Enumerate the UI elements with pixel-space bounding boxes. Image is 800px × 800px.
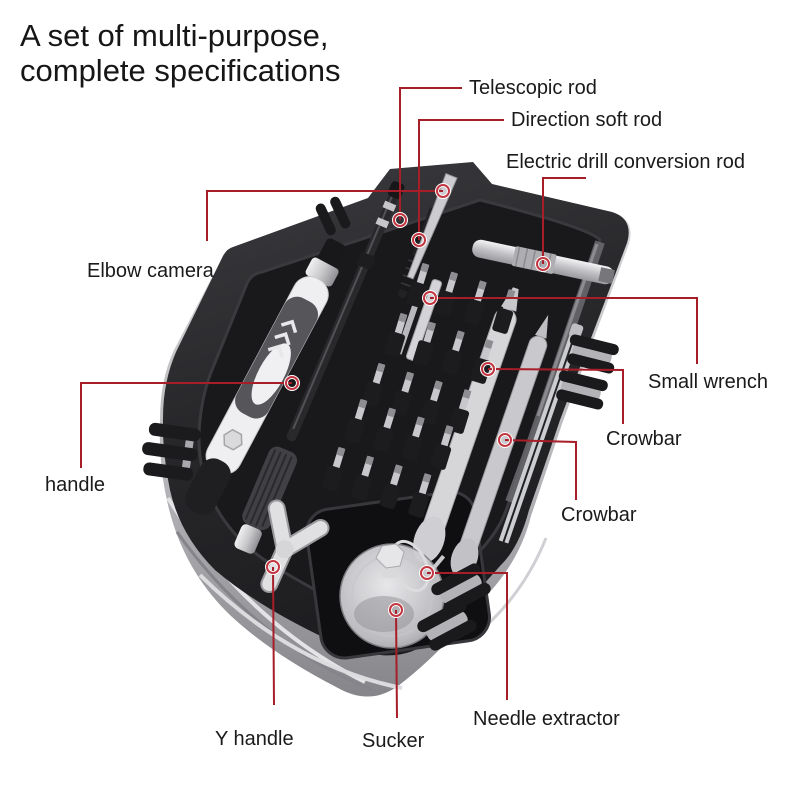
hex-socket	[223, 428, 243, 451]
callout-line-electric-drill	[542, 177, 586, 264]
tray-right-wall-highlight	[505, 240, 605, 504]
callout-circle	[388, 602, 404, 618]
latch-clips-left	[142, 422, 201, 481]
callout-line-y-handle	[272, 566, 275, 706]
label-small-wrench: Small wrench	[648, 371, 769, 393]
shell-band	[175, 531, 373, 692]
callout-line-handle	[80, 382, 292, 468]
callout-circle	[284, 375, 300, 391]
label-y-handle: Y handle	[215, 728, 294, 750]
label-needle-extractor: Needle extractor	[473, 708, 620, 730]
callout-circle	[535, 256, 551, 272]
label-crowbar-bottom: Crowbar	[561, 504, 637, 526]
callout-line-elbow-camera	[206, 190, 443, 241]
label-sucker: Sucker	[362, 730, 425, 752]
sucker-knob	[375, 543, 405, 569]
latch-clips-right	[556, 334, 619, 410]
screwdriver-handle	[185, 238, 347, 515]
latch-clips-bottom-right	[417, 563, 491, 651]
callout-circle	[392, 212, 408, 228]
callout-circle	[480, 361, 496, 377]
label-telescopic-rod: Telescopic rod	[469, 77, 597, 99]
shell-band	[198, 573, 403, 690]
label-direction-soft-rod: Direction soft rod	[511, 109, 663, 131]
elbow-camera-probe	[406, 172, 458, 280]
label-elbow-camera: Elbow camera	[87, 260, 214, 282]
label-handle: handle	[45, 474, 106, 496]
callout-lines	[80, 87, 698, 719]
callout-circle	[435, 183, 451, 199]
callout-circle	[419, 565, 435, 581]
callout-line-needle-extractor	[427, 572, 508, 700]
callout-line-crowbar-bottom	[504, 439, 577, 500]
callout-markers	[265, 183, 551, 618]
callout-line-crowbar-top	[487, 368, 624, 424]
callout-line-small-wrench	[430, 297, 698, 364]
label-electric-drill-conversion-rod: Electric drill conversion rod	[506, 151, 745, 173]
callout-circle	[411, 232, 427, 248]
bit-rows-lower	[322, 398, 454, 518]
label-crowbar-top: Crowbar	[606, 428, 682, 450]
callout-circle	[422, 290, 438, 306]
callout-line-telescopic-rod	[399, 87, 462, 220]
callout-circle	[497, 432, 513, 448]
callout-line-sucker	[395, 609, 398, 719]
page-title: A set of multi-purpose,complete specific…	[20, 18, 341, 88]
callout-line-direction-soft-rod	[418, 119, 504, 240]
latch-clips-top-left	[315, 196, 351, 236]
title-line-2: complete specifications	[20, 53, 341, 88]
bit-rows-upper	[362, 262, 516, 434]
grip-chevrons	[267, 319, 298, 358]
title-line-1: A set of multi-purpose,	[20, 18, 329, 53]
callout-circle	[265, 559, 281, 575]
